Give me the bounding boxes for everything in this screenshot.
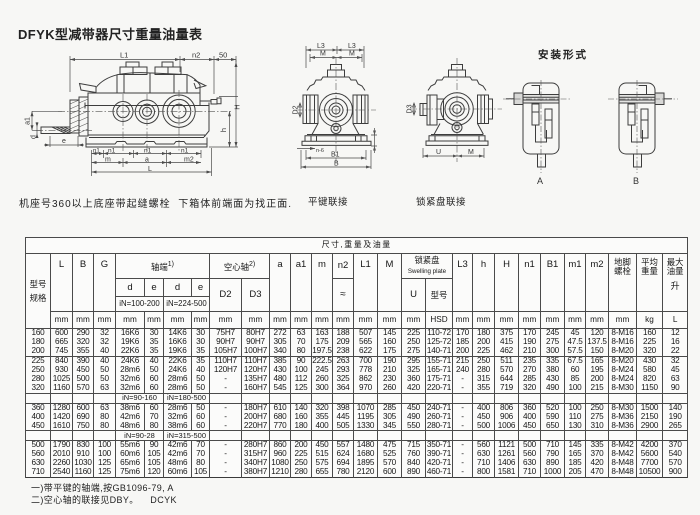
svg-text:n1: n1 (181, 148, 189, 155)
svg-text:L3: L3 (317, 43, 325, 50)
svg-text:e: e (62, 138, 66, 145)
svg-text:L1: L1 (120, 51, 128, 60)
svg-text:a: a (145, 157, 149, 164)
svg-text:n-6: n-6 (316, 148, 324, 154)
svg-text:M: M (349, 51, 355, 58)
svg-text:B: B (633, 176, 639, 186)
svg-text:B1: B1 (331, 152, 340, 159)
svg-text:n1: n1 (144, 148, 152, 155)
svg-text:n1: n1 (93, 149, 100, 155)
svg-text:L3: L3 (348, 43, 356, 50)
svg-text:n2: n2 (192, 51, 200, 60)
svg-text:d: d (31, 135, 38, 139)
svg-text:h: h (219, 128, 228, 132)
svg-text:m2: m2 (184, 157, 194, 164)
svg-text:U: U (436, 149, 441, 156)
svg-text:L: L (148, 166, 152, 173)
svg-text:m: m (105, 157, 111, 164)
svg-text:50: 50 (219, 51, 227, 60)
svg-text:A: A (537, 176, 543, 186)
svg-text:a1: a1 (25, 117, 32, 125)
svg-text:B: B (334, 161, 339, 168)
svg-text:M: M (468, 149, 474, 156)
svg-text:D2: D2 (293, 105, 300, 114)
svg-text:n1: n1 (108, 148, 116, 155)
svg-text:H: H (233, 104, 242, 109)
svg-text:D3: D3 (407, 104, 414, 113)
svg-text:M: M (320, 51, 326, 58)
